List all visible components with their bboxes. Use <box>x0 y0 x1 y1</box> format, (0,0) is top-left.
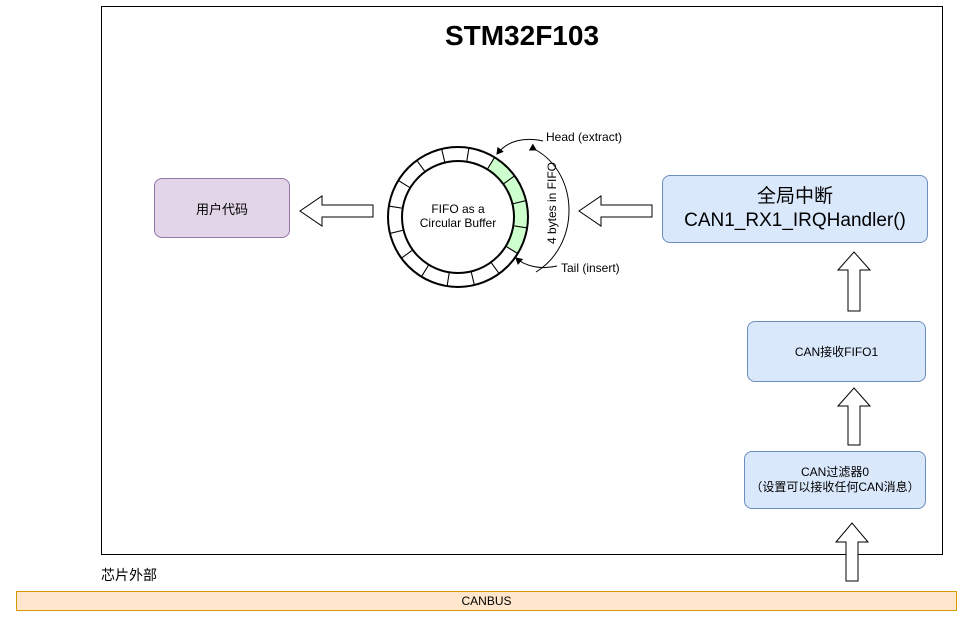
arrow-filter-to-fifo1 <box>836 387 872 446</box>
global-interrupt-box: 全局中断 CAN1_RX1_IRQHandler() <box>662 175 928 243</box>
can-filter-box: CAN过滤器0 （设置可以接收任何CAN消息） <box>744 451 926 509</box>
can-rx-fifo1-label: CAN接收FIFO1 <box>794 345 879 359</box>
arrow-fifo-to-user-code <box>299 195 374 227</box>
fifo-count-label: 4 bytes in FIFO <box>545 162 559 244</box>
can-filter-note: （设置可以接收任何CAN消息） <box>750 480 920 494</box>
head-pointer-arrow <box>496 138 544 155</box>
head-label: Head (extract) <box>546 130 622 144</box>
irq-handler-label: CAN1_RX1_IRQHandler() <box>684 210 906 231</box>
fifo-center-label-line2: Circular Buffer <box>420 216 496 230</box>
tail-pointer-arrow <box>515 257 558 269</box>
user-code-label: 用户代码 <box>195 201 248 217</box>
tail-label: Tail (insert) <box>561 261 620 275</box>
arrow-fifo1-to-irq <box>836 251 872 312</box>
fifo-count-arc <box>528 143 570 273</box>
arrow-canbus-to-filter <box>834 522 870 582</box>
can-filter-label: CAN过滤器0 <box>800 465 869 479</box>
canbus-bar: CANBUS <box>16 591 957 611</box>
chip-title: STM32F103 <box>444 20 600 51</box>
fifo-ring <box>387 146 529 288</box>
fifo-ring-outer-edge <box>387 146 529 288</box>
user-code-box: 用户代码 <box>154 178 290 238</box>
arrow-irq-to-fifo <box>578 195 653 227</box>
outside-chip-label: 芯片外部 <box>101 567 157 583</box>
fifo-ring-inner-edge <box>401 160 515 274</box>
fifo-center-label-line1: FIFO as a <box>431 202 485 216</box>
global-interrupt-label: 全局中断 <box>756 186 833 207</box>
can-rx-fifo1-box: CAN接收FIFO1 <box>747 321 926 382</box>
canbus-label: CANBUS <box>461 594 512 608</box>
